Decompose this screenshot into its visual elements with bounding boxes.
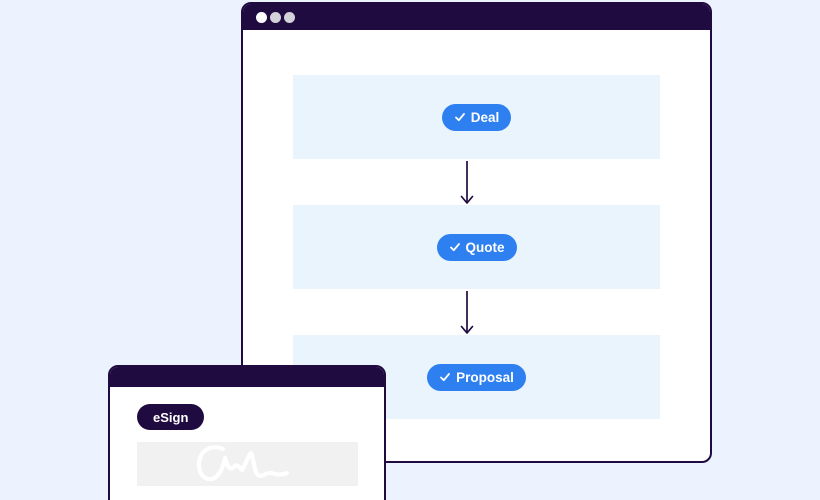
esign-window: eSign	[108, 365, 386, 500]
check-icon	[440, 373, 451, 382]
window-dot-icon	[270, 11, 281, 23]
window-dot-icon	[284, 11, 295, 23]
window-dot-icon	[256, 11, 267, 23]
arrow-down-icon	[460, 291, 474, 334]
esign-window-titlebar	[110, 367, 384, 387]
quote-step-chip[interactable]: Quote	[436, 233, 517, 261]
esign-badge[interactable]: eSign	[137, 404, 205, 430]
deal-step-chip[interactable]: Deal	[441, 103, 512, 131]
check-icon	[449, 243, 460, 252]
window-titlebar	[243, 4, 710, 30]
arrow-down-icon	[460, 161, 474, 204]
step-band-quote: Quote	[293, 205, 660, 289]
step-label: Deal	[470, 109, 500, 125]
proposal-step-chip[interactable]: Proposal	[427, 363, 526, 391]
esign-badge-label: eSign	[153, 409, 189, 425]
step-band-deal: Deal	[293, 75, 660, 159]
signature-scribble	[196, 445, 290, 482]
step-label: Proposal	[456, 369, 514, 385]
step-label: Quote	[465, 239, 505, 255]
signature-field[interactable]	[137, 442, 358, 486]
check-icon	[454, 113, 465, 122]
